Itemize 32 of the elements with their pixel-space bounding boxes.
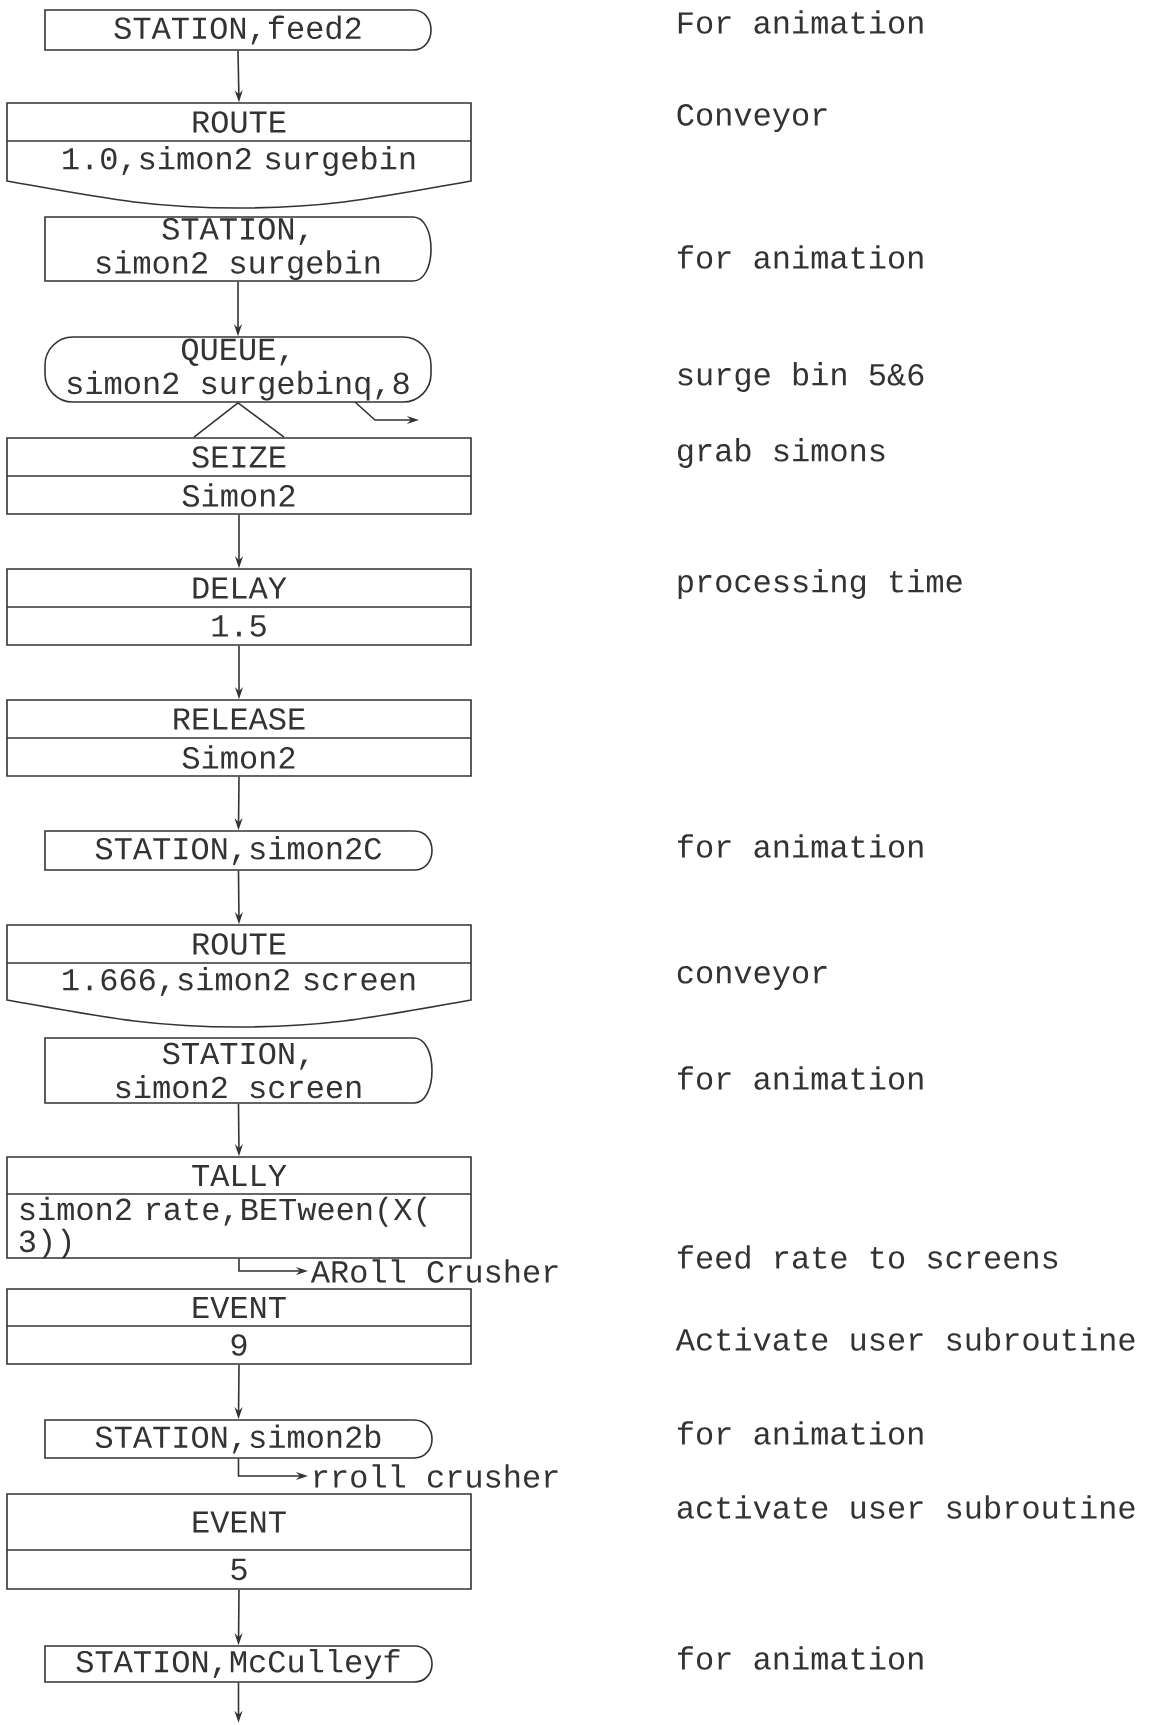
comment-text: for animation (677, 245, 923, 269)
comment-text: feed rate to screens (677, 1245, 1058, 1269)
process-block: EVENT 5 (6, 1493, 472, 1590)
process-block: RELEASE Simon2 (6, 699, 472, 777)
route-block: ROUTE 1.666,simon2 screen (6, 924, 472, 1028)
branch-label: ARoll Crusher (310, 1259, 558, 1283)
process-block: EVENT 9 (6, 1288, 472, 1365)
station-block: STATION,simon2C (44, 830, 433, 871)
process-block: DELAY 1.5 (6, 568, 472, 646)
connector-line (193, 402, 285, 439)
comment-text: processing time (678, 569, 962, 599)
comment-text: activate user subroutine (677, 1495, 1135, 1519)
station-block: STATION,McCulleyf (44, 1645, 433, 1683)
branch-label: rroll crusher (314, 1464, 558, 1488)
queue-block: QUEUE, simon2 surgebinq,8 (44, 336, 432, 403)
comment-text: grab simons (678, 438, 885, 468)
process-block: SEIZE Simon2 (6, 437, 472, 515)
comment-text: Activate user subroutine (675, 1327, 1135, 1351)
route-block: ROUTE 1.0,simon2 surgebin (6, 102, 472, 209)
comment-text: For animation (678, 10, 923, 34)
comment-text: Conveyor (677, 104, 827, 133)
station-block: STATION,feed2 (44, 9, 432, 51)
comment-text: for animation (677, 834, 923, 858)
process-block: TALLY simon2 rate,BETween(X( 3)) (6, 1156, 472, 1259)
station-block: STATION,simon2b (44, 1419, 433, 1459)
comment-text: surge bin 5&6 (678, 362, 924, 392)
comment-text: conveyor (677, 966, 827, 990)
station-block: STATION, simon2 surgebin (44, 216, 432, 282)
comment-text: for animation (677, 1421, 923, 1445)
station-block: STATION, simon2 screen (44, 1037, 433, 1104)
comment-text: for animation (677, 1066, 923, 1090)
comment-text: for animation (677, 1646, 923, 1670)
